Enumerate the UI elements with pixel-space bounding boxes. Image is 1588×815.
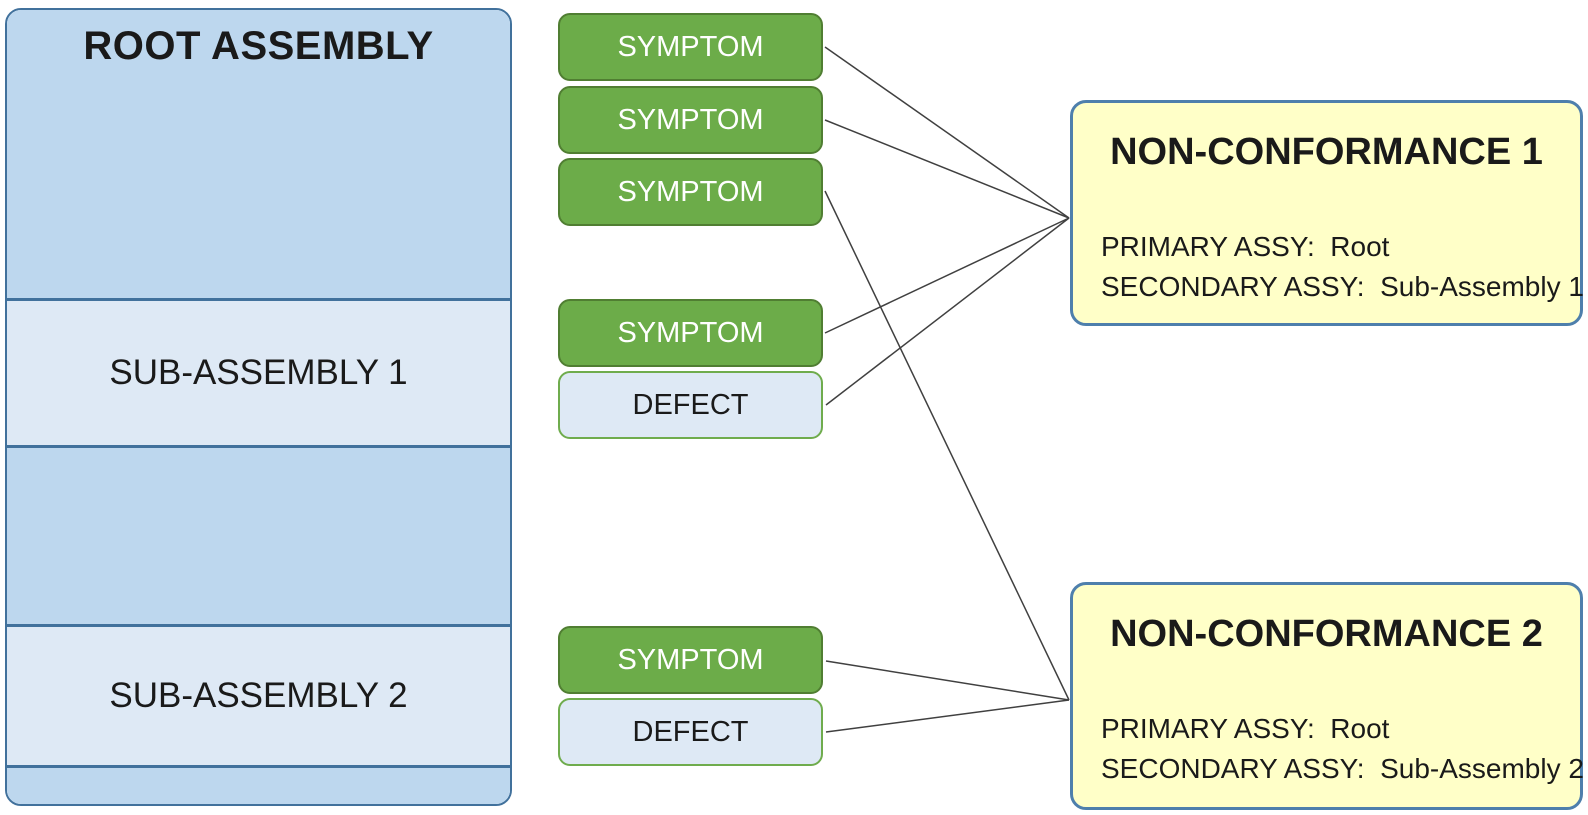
connection-line-symptom-5-to-non-conformance-2 [825, 660, 1070, 701]
root-assembly-middle-section [7, 445, 510, 624]
sub-assembly-2-section: SUB-ASSEMBLY 2 [7, 624, 510, 765]
defect-box-1: DEFECT [558, 371, 823, 439]
symptom-box-5: SYMPTOM [558, 626, 823, 694]
symptom-box-2: SYMPTOM [558, 86, 823, 154]
non-conformance-1-title: NON-CONFORMANCE 1 [1110, 131, 1543, 173]
sub-assembly-1-section: SUB-ASSEMBLY 1 [7, 298, 510, 445]
connection-line-symptom-2-to-non-conformance-1 [824, 119, 1070, 219]
non-conformance-1-body: PRIMARY ASSY: Root SECONDARY ASSY: Sub-A… [1101, 227, 1584, 308]
non-conformance-2-primary-assy: PRIMARY ASSY: Root [1101, 712, 1390, 744]
non-conformance-1-secondary-assy: SECONDARY ASSY: Sub-Assembly 1 [1101, 271, 1584, 303]
connection-line-symptom-4-to-non-conformance-1 [824, 217, 1070, 334]
sub-assembly-2-label: SUB-ASSEMBLY 2 [109, 676, 408, 715]
non-conformance-2-card: NON-CONFORMANCE 2 PRIMARY ASSY: Root SEC… [1070, 582, 1584, 810]
root-assembly-header-section: ROOT ASSEMBLY [7, 10, 510, 298]
symptom-box-4: SYMPTOM [558, 299, 823, 367]
non-conformance-2-body: PRIMARY ASSY: Root SECONDARY ASSY: Sub-A… [1101, 709, 1584, 790]
connection-line-defect-2-to-non-conformance-2 [825, 699, 1070, 733]
symptom-box-1: SYMPTOM [558, 13, 823, 81]
non-conformance-1-primary-assy: PRIMARY ASSY: Root [1101, 230, 1390, 262]
root-assembly-footer-section [7, 765, 510, 804]
root-assembly-title: ROOT ASSEMBLY [83, 24, 434, 68]
non-conformance-1-card: NON-CONFORMANCE 1 PRIMARY ASSY: Root SEC… [1070, 100, 1584, 326]
connection-line-symptom-3-to-non-conformance-2 [824, 190, 1070, 701]
defect-box-2: DEFECT [558, 698, 823, 766]
non-conformance-2-title: NON-CONFORMANCE 2 [1110, 613, 1543, 655]
root-assembly-box: ROOT ASSEMBLY SUB-ASSEMBLY 1 SUB-ASSEMBL… [5, 8, 512, 806]
non-conformance-2-secondary-assy: SECONDARY ASSY: Sub-Assembly 2 [1101, 753, 1584, 785]
connection-line-defect-1-to-non-conformance-1 [825, 217, 1070, 406]
sub-assembly-1-label: SUB-ASSEMBLY 1 [109, 353, 408, 392]
symptom-box-3: SYMPTOM [558, 158, 823, 226]
connection-line-symptom-1-to-non-conformance-1 [824, 46, 1070, 219]
